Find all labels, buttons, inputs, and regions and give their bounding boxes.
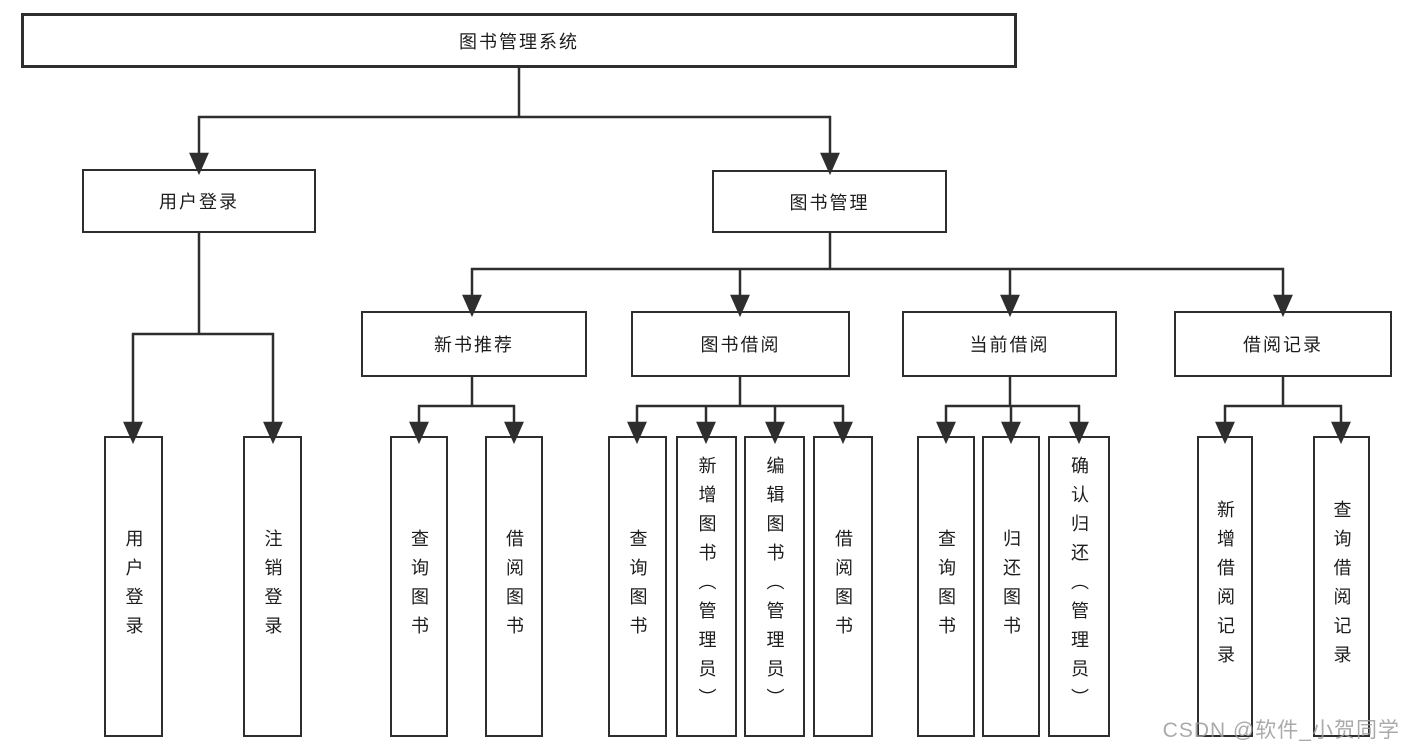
node-leaf-borrow-book-rec-label: 借阅图书	[504, 528, 524, 645]
node-leaf-confirm-return-admin: 确认归还（管理员）	[1048, 436, 1110, 737]
csdn-watermark: CSDN @软件_小贺同学	[1162, 719, 1400, 742]
connector-book-mgmt-to-level3	[462, 233, 1293, 318]
node-book-mgmt: 图书管理	[712, 170, 947, 233]
connector-current-borrow-to-leaves	[936, 377, 1089, 445]
node-user-login-label: 用户登录	[159, 192, 239, 212]
node-book-borrow: 图书借阅	[631, 311, 850, 377]
node-leaf-return-book: 归还图书	[982, 436, 1040, 737]
node-leaf-query-book-current: 查询图书	[917, 436, 975, 737]
node-leaf-user-login-label: 用户登录	[123, 528, 144, 645]
node-leaf-query-book-borrow-label: 查询图书	[627, 528, 648, 645]
node-new-book-rec-label: 新书推荐	[434, 335, 514, 355]
node-leaf-query-book-rec-label: 查询图书	[409, 528, 429, 645]
node-book-borrow-label: 图书借阅	[700, 335, 781, 355]
node-current-borrow: 当前借阅	[902, 311, 1117, 377]
node-leaf-add-borrow-record-label: 新增借阅记录	[1215, 499, 1235, 674]
node-leaf-query-book-current-label: 查询图书	[936, 528, 956, 645]
node-book-mgmt-label: 图书管理	[789, 192, 870, 213]
node-root-system: 图书管理系统	[21, 13, 1017, 68]
node-current-borrow-label: 当前借阅	[969, 335, 1050, 355]
node-root-system-label: 图书管理系统	[459, 31, 579, 52]
node-leaf-user-login: 用户登录	[104, 436, 163, 737]
node-borrow-records: 借阅记录	[1174, 311, 1392, 377]
node-leaf-query-book-rec: 查询图书	[390, 436, 448, 737]
node-leaf-query-borrow-record-label: 查询借阅记录	[1331, 499, 1352, 674]
connector-user-login-to-leaves	[123, 233, 283, 445]
node-leaf-edit-book-admin: 编辑图书（管理员）	[744, 436, 805, 737]
node-borrow-records-label: 借阅记录	[1243, 335, 1323, 355]
connector-root-to-level2	[189, 68, 840, 176]
node-leaf-return-book-label: 归还图书	[1001, 528, 1021, 645]
connector-book-borrow-to-leaves	[627, 377, 853, 445]
node-leaf-query-book-borrow: 查询图书	[608, 436, 667, 737]
node-leaf-borrow-book: 借阅图书	[813, 436, 873, 737]
node-leaf-confirm-return-admin-label: 确认归还（管理员）	[1069, 456, 1089, 717]
node-leaf-borrow-book-label: 借阅图书	[833, 528, 853, 645]
node-leaf-add-borrow-record: 新增借阅记录	[1197, 436, 1253, 737]
node-leaf-logout: 注销登录	[243, 436, 302, 737]
node-new-book-rec: 新书推荐	[361, 311, 587, 377]
node-leaf-borrow-book-rec: 借阅图书	[485, 436, 543, 737]
node-leaf-add-book-admin: 新增图书（管理员）	[676, 436, 737, 737]
connector-borrow-records-to-leaves	[1215, 377, 1351, 445]
node-leaf-edit-book-admin-label: 编辑图书（管理员）	[764, 456, 785, 717]
connector-new-book-rec-to-leaves	[409, 377, 524, 445]
node-leaf-query-borrow-record: 查询借阅记录	[1313, 436, 1370, 737]
node-leaf-add-book-admin-label: 新增图书（管理员）	[696, 456, 717, 717]
node-user-login: 用户登录	[82, 169, 316, 233]
node-leaf-logout-label: 注销登录	[262, 528, 283, 645]
